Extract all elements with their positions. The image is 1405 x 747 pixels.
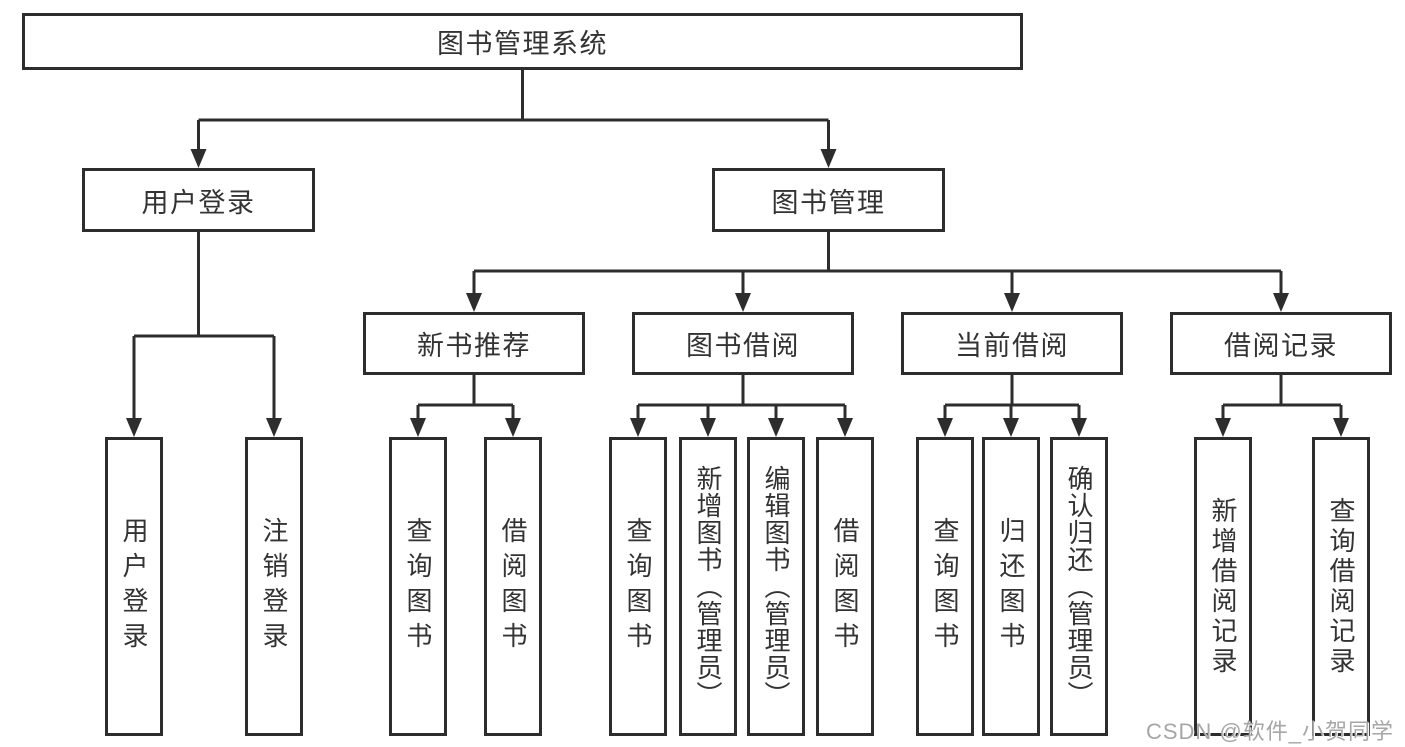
leaf-borrow-books-recommend: 借阅图书 (484, 437, 542, 736)
leaf-confirm-return-admin: 确认归还（管理员） (1050, 437, 1108, 736)
leaf-edit-books-admin: 编辑图书（管理员） (747, 437, 805, 736)
leaf-add-borrow-record: 新增借阅记录 (1194, 437, 1252, 736)
leaf-query-books-recommend: 查询图书 (389, 437, 447, 736)
leaf-return-books: 归还图书 (982, 437, 1040, 736)
node-borrow-records: 借阅记录 (1170, 312, 1392, 375)
node-user-login: 用户登录 (82, 168, 315, 232)
csdn-watermark: CSDN @软件_小贺同学 (1145, 719, 1394, 744)
leaf-logout: 注销登录 (245, 437, 303, 736)
leaf-user-login: 用户登录 (105, 437, 163, 736)
leaf-query-borrow-record: 查询借阅记录 (1312, 437, 1370, 736)
leaf-borrow-books: 借阅图书 (816, 437, 874, 736)
node-root: 图书管理系统 (22, 13, 1023, 70)
node-current-borrow: 当前借阅 (901, 312, 1123, 375)
leaf-query-books-current: 查询图书 (916, 437, 974, 736)
leaf-add-books-admin: 新增图书（管理员） (679, 437, 737, 736)
leaf-query-books-borrow: 查询图书 (609, 437, 667, 736)
node-book-borrow: 图书借阅 (632, 312, 854, 375)
node-new-book-recommend: 新书推荐 (363, 312, 585, 375)
arrowheads (126, 149, 1349, 437)
node-book-management: 图书管理 (712, 168, 945, 232)
